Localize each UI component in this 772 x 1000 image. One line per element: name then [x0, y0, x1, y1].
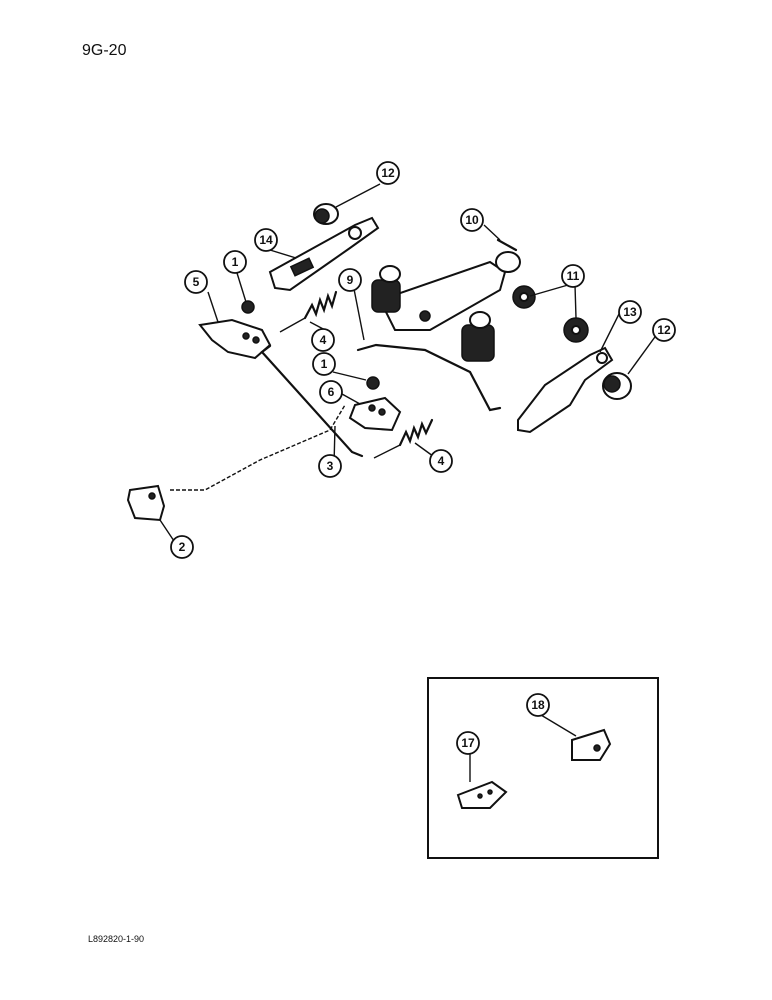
- cam-5: [198, 318, 272, 360]
- callout-label: 5: [193, 275, 200, 289]
- callout-label: 13: [623, 305, 637, 319]
- callout-label: 14: [259, 233, 273, 247]
- callout: 12: [376, 161, 400, 185]
- callout-label: 1: [321, 357, 328, 371]
- callout: 10: [460, 208, 484, 232]
- callout: 14: [254, 228, 278, 252]
- callout: 12: [652, 318, 676, 342]
- cable: [170, 404, 346, 491]
- nut-1-upper: [241, 300, 255, 314]
- callout-label: 4: [438, 454, 445, 468]
- bushing-11-lower: [563, 317, 589, 343]
- callout: 11: [561, 264, 585, 288]
- block-2: [126, 484, 166, 522]
- callout: 5: [184, 270, 208, 294]
- bushing-11-upper: [512, 285, 536, 309]
- callout-label: 11: [567, 269, 580, 283]
- callout: 4: [429, 449, 453, 473]
- callout-label: 17: [461, 736, 475, 750]
- lever-14: [268, 216, 380, 292]
- callout-label: 12: [381, 166, 395, 180]
- callout-label: 1: [232, 255, 239, 269]
- callout: 1: [312, 352, 336, 376]
- callout-label: 12: [657, 323, 671, 337]
- block-17: [456, 780, 508, 809]
- callout-label: 9: [347, 273, 354, 287]
- valve-body: [371, 251, 521, 362]
- nut-1-lower: [366, 376, 380, 390]
- spring-4-lower: [373, 418, 434, 459]
- callout-label: 6: [328, 385, 335, 399]
- callout: 18: [526, 693, 550, 717]
- callout-label: 4: [320, 333, 327, 347]
- block-18: [571, 728, 612, 761]
- callout: 1: [223, 250, 247, 274]
- callout: 9: [338, 268, 362, 292]
- callout: 13: [618, 300, 642, 324]
- figure-reference: L892820-1-90: [88, 934, 145, 944]
- callout: 4: [311, 328, 335, 352]
- lever-13: [517, 346, 614, 434]
- roller-12-top: [313, 203, 339, 225]
- callout-label: 18: [531, 698, 545, 712]
- callout: 6: [319, 380, 343, 404]
- cam-6: [348, 396, 402, 432]
- page-code: 9G-20: [82, 42, 127, 59]
- callout: 3: [318, 454, 342, 478]
- rod-3: [260, 344, 364, 458]
- roller-12-right: [602, 372, 632, 400]
- spring-4-upper: [279, 290, 338, 333]
- callout: 2: [170, 535, 194, 559]
- callout-label: 3: [327, 459, 334, 473]
- pin-10: [496, 238, 518, 252]
- callout-label: 2: [179, 540, 186, 554]
- callout-label: 10: [465, 213, 479, 227]
- callout: 17: [456, 731, 480, 755]
- rod-9: [356, 343, 502, 412]
